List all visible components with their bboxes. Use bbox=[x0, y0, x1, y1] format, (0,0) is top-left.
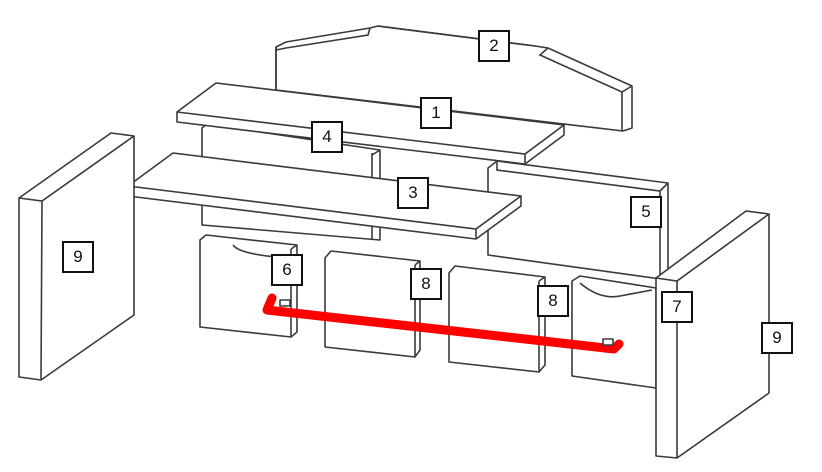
part-8-brick-b bbox=[448, 265, 546, 373]
callout-part-8-b: 8 bbox=[537, 285, 569, 317]
callout-part-6: 6 bbox=[271, 254, 303, 286]
part-1-shelf bbox=[176, 82, 565, 165]
callout-part-9-left: 9 bbox=[62, 241, 94, 273]
part-5-block bbox=[487, 160, 669, 281]
part-8-brick-a bbox=[324, 250, 421, 358]
grate-rod bbox=[262, 293, 624, 354]
part-brick-right bbox=[571, 275, 657, 389]
callout-part-1: 1 bbox=[420, 97, 452, 129]
part-2-back-panel bbox=[275, 25, 633, 132]
callout-part-3: 3 bbox=[397, 177, 429, 209]
callout-part-9-right: 9 bbox=[761, 322, 793, 354]
part-6-brick bbox=[199, 234, 298, 338]
callout-part-5: 5 bbox=[630, 196, 662, 228]
part-9-right-side-panel bbox=[655, 210, 770, 459]
callout-part-8-a: 8 bbox=[410, 268, 442, 300]
callout-part-2: 2 bbox=[478, 30, 510, 62]
callout-part-4: 4 bbox=[311, 121, 343, 153]
callout-part-7: 7 bbox=[661, 291, 693, 323]
